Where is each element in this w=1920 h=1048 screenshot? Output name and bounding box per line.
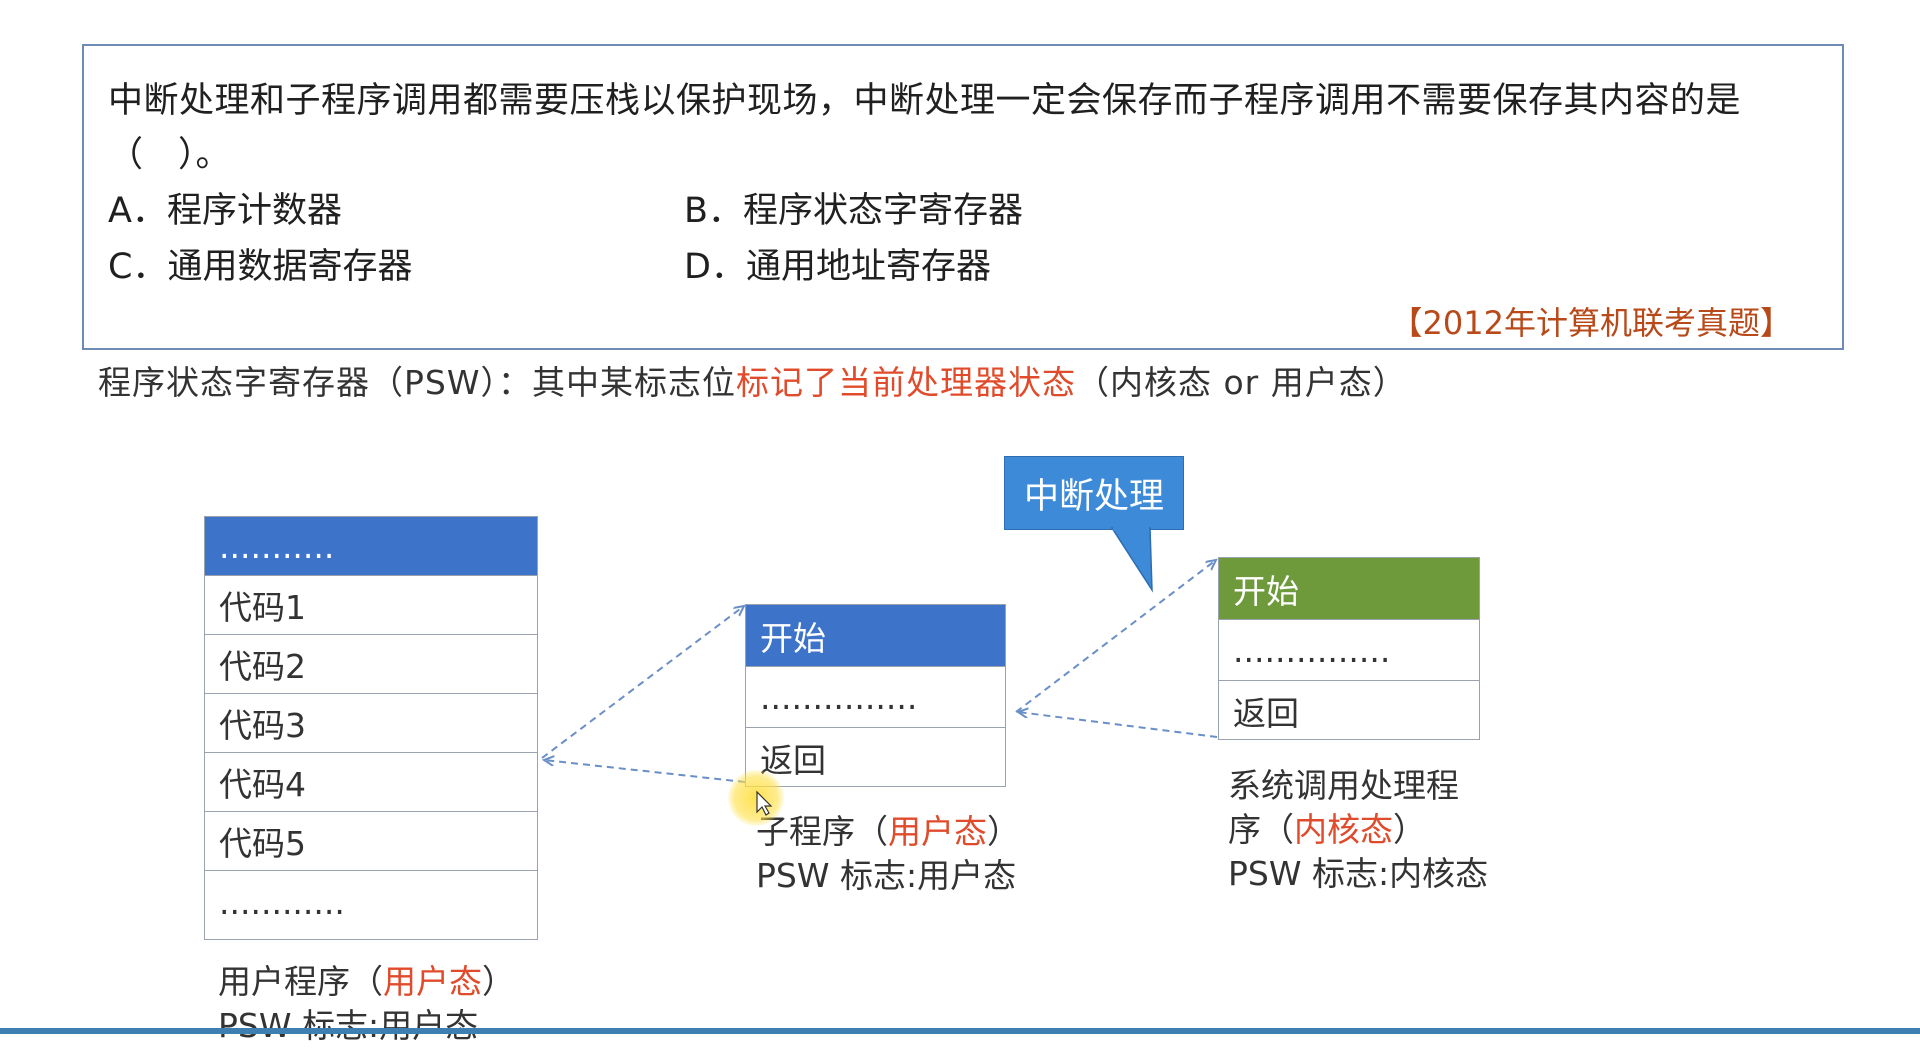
option-c[interactable]: C．通用数据寄存器: [108, 247, 413, 287]
subroutine-row: 返回: [746, 727, 1005, 788]
subroutine-caption: 子程序（用户态） PSW 标志:用户态: [756, 810, 1020, 898]
syscall-caption-suffix: ）: [1393, 810, 1426, 849]
user-program-row: 代码1: [205, 575, 537, 634]
subroutine-row: ...............: [746, 666, 1005, 727]
call-subroutine-arrow: [541, 606, 744, 759]
user-program-row: 代码4: [205, 752, 537, 811]
psw-note: 程序状态字寄存器（PSW）：其中某标志位标记了当前处理器状态（内核态 or 用户…: [98, 356, 1407, 404]
user-program-caption: 用户程序（用户态）PSW 标志:用户态: [218, 960, 515, 1048]
bottom-bar: [0, 1028, 1920, 1034]
subroutine-psw-flag: PSW 标志:用户态: [756, 856, 1017, 895]
user-program-header: ...........: [205, 517, 537, 575]
interrupt-callout: 中断处理: [1004, 456, 1184, 530]
syscall-return-arrow: [1018, 712, 1218, 738]
syscall-handler-table: 开始 ............... 返回: [1218, 557, 1480, 740]
syscall-caption-prefix: 序（: [1228, 810, 1294, 849]
subroutine-caption-prefix: 子程序（: [756, 812, 888, 851]
user-program-row: 代码5: [205, 811, 537, 870]
cursor-highlight: [728, 770, 784, 826]
psw-note-suffix: （内核态 or 用户态）: [1075, 363, 1407, 402]
user-program-row: 代码3: [205, 693, 537, 752]
question-blank: （ ）。: [108, 135, 231, 175]
subroutine-return-arrow: [544, 760, 746, 783]
syscall-handler-row: ...............: [1219, 619, 1479, 680]
question-source: 【2012年计算机联考真题】: [1390, 304, 1792, 342]
user-program-row: 代码2: [205, 634, 537, 693]
syscall-handler-caption: 系统调用处理程序（内核态） PSW 标志:内核态: [1228, 764, 1488, 896]
subroutine-table: 开始 ............... 返回: [745, 604, 1006, 787]
option-a[interactable]: A．程序计数器: [108, 191, 342, 231]
question-text: 中断处理和子程序调用都需要压栈以保护现场，中断处理一定会保存而子程序调用不需要保…: [108, 81, 1742, 121]
syscall-handler-row: 返回: [1219, 680, 1479, 741]
syscall-handler-psw-flag: PSW 标志:内核态: [1228, 854, 1489, 893]
option-b[interactable]: B．程序状态字寄存器: [684, 191, 1024, 231]
user-program-caption-suffix: ）: [482, 962, 515, 1001]
user-program-mode: 用户态: [383, 962, 482, 1001]
user-program-row: ............: [205, 870, 537, 933]
subroutine-header: 开始: [746, 605, 1005, 666]
syscall-handler-header: 开始: [1219, 558, 1479, 619]
subroutine-caption-suffix: ）: [987, 812, 1020, 851]
syscall-handler-mode: 内核态: [1294, 810, 1393, 849]
user-program-caption-prefix: 用户程序（: [218, 962, 383, 1001]
psw-note-prefix: 程序状态字寄存器（PSW）：其中某标志位: [98, 363, 736, 402]
psw-note-highlight: 标记了当前处理器状态: [735, 363, 1076, 402]
user-program-table: ........... 代码1 代码2 代码3 代码4 代码5 ........…: [204, 516, 538, 940]
call-syscall-arrow: [1015, 560, 1216, 713]
syscall-caption-line1: 系统调用处理程: [1228, 766, 1459, 805]
callout-tail: [1110, 527, 1153, 593]
option-d[interactable]: D．通用地址寄存器: [684, 247, 991, 287]
user-program-psw-flag: PSW 标志:用户态: [218, 1006, 479, 1045]
subroutine-mode: 用户态: [888, 812, 987, 851]
question-box: 中断处理和子程序调用都需要压栈以保护现场，中断处理一定会保存而子程序调用不需要保…: [82, 44, 1844, 350]
